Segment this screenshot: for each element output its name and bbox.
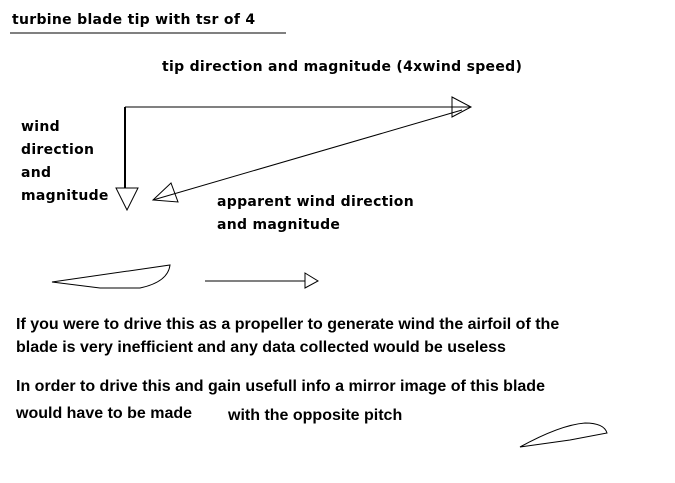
tip-label: tip direction and magnitude (4xwind spee… (162, 59, 523, 75)
mirrored-airfoil-blade (519, 422, 608, 448)
wind-label-line: and (21, 165, 52, 181)
wind-label-line: magnitude (21, 188, 109, 204)
paragraph-line: In order to drive this and gain usefull … (16, 378, 545, 395)
tip-vector-arrow (125, 96, 473, 118)
direction-arrow (205, 272, 320, 289)
wind-vector-arrow (115, 107, 139, 212)
wind-label-line: direction (21, 142, 95, 158)
apparent-wind-vector-arrow (151, 109, 463, 203)
paragraph-line: would have to be made (16, 405, 193, 422)
airfoil-blade (51, 264, 171, 289)
wind-label-line: wind (21, 119, 60, 135)
apparent-wind-label-line: and magnitude (217, 217, 341, 233)
apparent-wind-label-line: apparent wind direction (217, 194, 414, 210)
paragraph-line: with the opposite pitch (228, 407, 403, 424)
paragraph-line: blade is very inefficient and any data c… (16, 339, 506, 356)
paragraph-line: If you were to drive this as a propeller… (16, 316, 560, 333)
diagram-title: turbine blade tip with tsr of 4 (12, 12, 256, 28)
